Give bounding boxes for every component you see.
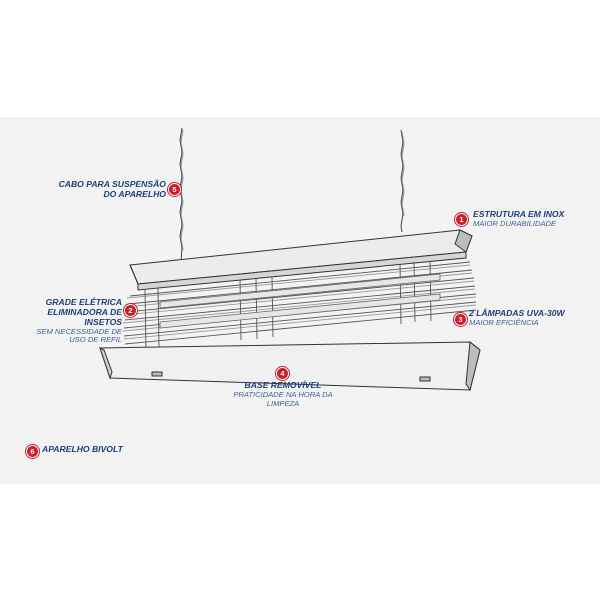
- suspension-chain-left: [179, 127, 184, 263]
- callout-bivolt: APARELHO BIVOLT: [42, 444, 123, 454]
- suspension-chain-right: [400, 129, 405, 233]
- callout-uva-lamps: 2 LÂMPADAS UVA-30W MAIOR EFICIÊNCIA: [469, 308, 565, 327]
- callout-suspension-cable: CABO PARA SUSPENSÃO DO APARELHO: [58, 179, 166, 199]
- callout-stainless-structure: ESTRUTURA EM INOX MAIOR DURABILIDADE: [473, 209, 565, 228]
- background-panel: [0, 117, 600, 484]
- uva-lamps: [159, 273, 441, 329]
- badge-2: 2: [124, 304, 137, 317]
- badge-1: 1: [455, 213, 468, 226]
- top-structure: [129, 229, 473, 291]
- callout-removable-base: BASE REMOVÍVEL PRATICIDADE NA HORA DA LI…: [233, 380, 333, 408]
- removable-base: [99, 341, 481, 392]
- badge-5: 5: [168, 183, 181, 196]
- badge-4: 4: [276, 367, 289, 380]
- callout-electric-grid: GRADE ELÉTRICA ELIMINADORA DE INSETOS SE…: [36, 297, 122, 345]
- badge-6: 6: [26, 445, 39, 458]
- badge-3: 3: [454, 313, 467, 326]
